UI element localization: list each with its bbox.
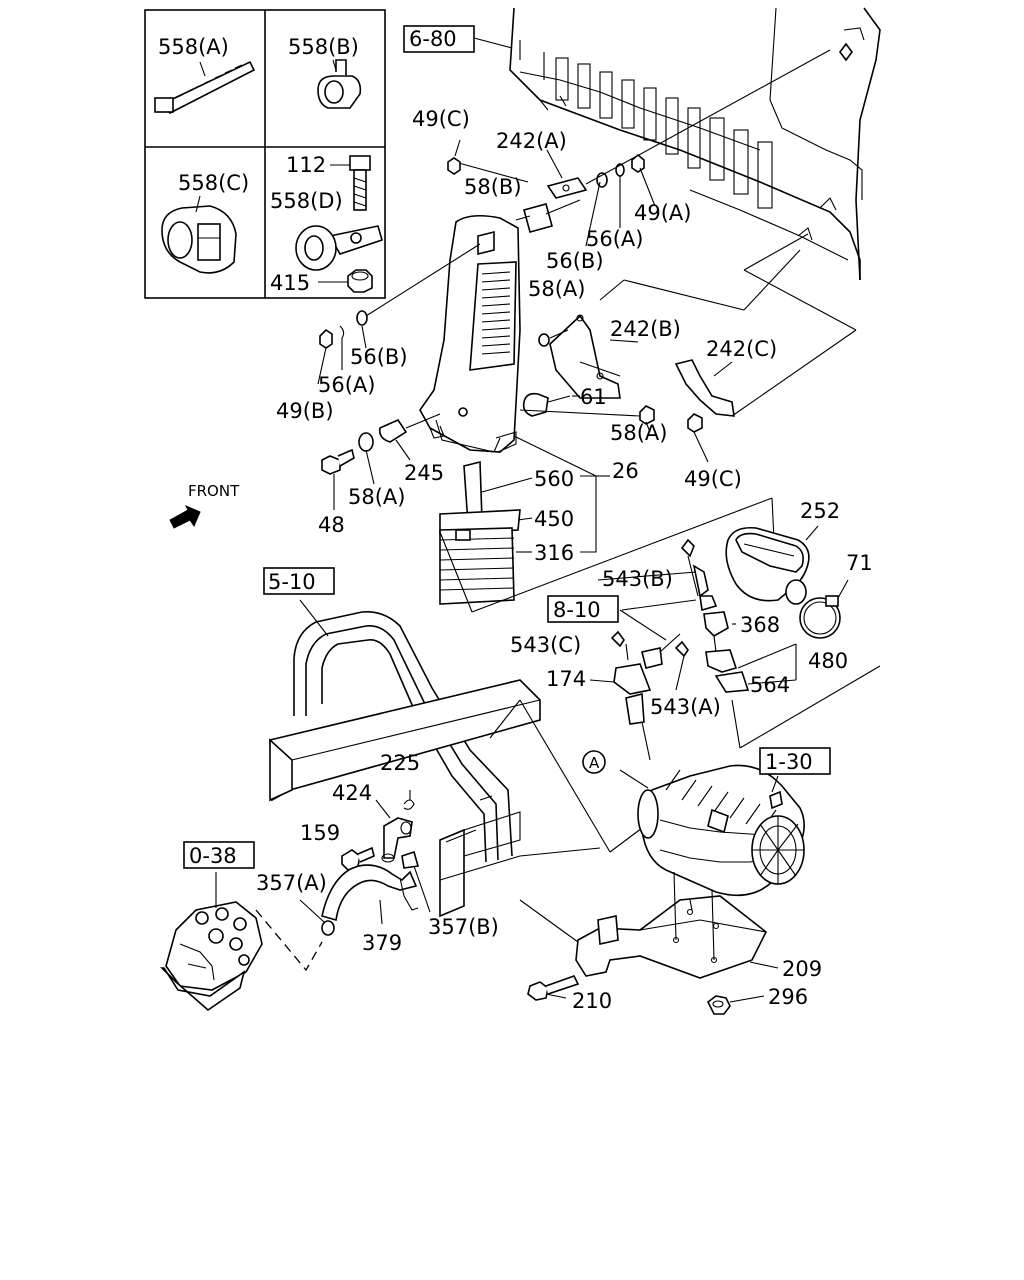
label-225: 225 <box>380 751 420 775</box>
label-480: 480 <box>808 649 848 673</box>
ref-box-5-10: 5-10 <box>263 567 335 595</box>
clamp-558d <box>295 225 383 271</box>
label-450: 450 <box>534 507 574 531</box>
label-71: 71 <box>846 551 873 575</box>
label-415: 415 <box>270 271 310 295</box>
hose-379 <box>299 850 431 936</box>
front-arrow <box>169 505 201 529</box>
label-26: 26 <box>612 459 639 483</box>
label-242b: 242(B) <box>610 317 681 341</box>
label-316: 316 <box>534 541 574 565</box>
nut-296 <box>706 995 765 1015</box>
intake-cover-group-lines <box>439 497 881 749</box>
label-58b: 58(B) <box>464 175 522 199</box>
label-560: 560 <box>534 467 574 491</box>
label-543c: 543(C) <box>510 633 581 657</box>
label-368: 368 <box>740 613 780 637</box>
nut-415 <box>347 269 373 293</box>
cab-rear-wall <box>509 7 881 281</box>
label-58a-top: 58(A) <box>528 277 585 301</box>
label-543b: 543(B) <box>602 567 673 591</box>
bolt-112 <box>349 155 371 211</box>
leader-lines-top <box>447 49 831 247</box>
fasteners-left <box>317 243 481 385</box>
callout-circle-a: A <box>582 750 606 774</box>
label-49c-top: 49(C) <box>412 107 470 131</box>
clip-inset-box <box>144 9 386 299</box>
mount-bracket-209 <box>519 871 779 979</box>
label-49c-low: 49(C) <box>684 467 742 491</box>
ref-box-0-38: 0-38 <box>183 841 255 869</box>
label-159: 159 <box>300 821 340 845</box>
label-424: 424 <box>332 781 372 805</box>
label-252: 252 <box>800 499 840 523</box>
intake-cover-252 <box>725 525 819 605</box>
label-58a-mid: 58(A) <box>610 421 667 445</box>
elbow-424 <box>375 790 415 863</box>
label-56a-top: 56(A) <box>586 227 643 251</box>
label-49b: 49(B) <box>276 399 334 423</box>
clamp-558c <box>161 205 237 274</box>
label-209: 209 <box>782 957 822 981</box>
label-558d: 558(D) <box>270 189 343 213</box>
ref-0-38: 0-38 <box>189 844 237 868</box>
sensor-harness <box>589 538 797 761</box>
label-379: 379 <box>362 931 402 955</box>
label-564: 564 <box>750 673 790 697</box>
label-210: 210 <box>572 989 612 1013</box>
label-front: FRONT <box>188 482 240 500</box>
callout-a: A <box>589 754 600 772</box>
label-357a: 357(A) <box>256 871 327 895</box>
part-number-labels: 558(A) 558(B) 558(C) 112 558(D) 415 49(C… <box>158 35 873 1013</box>
label-112: 112 <box>286 153 326 177</box>
brackets-242b-242c <box>519 233 857 463</box>
ref-6-80: 6-80 <box>409 27 457 51</box>
ref-8-10: 8-10 <box>553 598 601 622</box>
boot-assembly <box>439 435 610 605</box>
bolt-210 <box>527 975 580 1001</box>
label-48: 48 <box>318 513 345 537</box>
label-558b: 558(B) <box>288 35 359 59</box>
label-58a-low: 58(A) <box>348 485 405 509</box>
chassis-frame <box>269 599 651 918</box>
compressor-0-38 <box>160 872 323 1012</box>
clamp-558b <box>317 59 362 109</box>
air-cleaner <box>619 764 805 897</box>
ref-box-6-80: 6-80 <box>403 25 513 53</box>
label-357b: 357(B) <box>428 915 499 939</box>
label-56b-top: 56(B) <box>546 249 604 273</box>
label-61: 61 <box>580 385 607 409</box>
label-174: 174 <box>546 667 586 691</box>
cable-tie-558a <box>154 60 256 114</box>
ref-1-30: 1-30 <box>765 750 813 774</box>
ref-5-10: 5-10 <box>268 570 316 594</box>
clamp-band-71 <box>799 579 849 639</box>
label-49a: 49(A) <box>634 201 691 225</box>
label-296: 296 <box>768 985 808 1009</box>
label-56a-left: 56(A) <box>318 373 375 397</box>
label-558a: 558(A) <box>158 35 229 59</box>
bolt-48-spacer-245 <box>321 413 441 510</box>
label-558c: 558(C) <box>178 171 249 195</box>
ref-box-8-10: 8-10 <box>547 595 619 623</box>
label-245: 245 <box>404 461 444 485</box>
ref-box-1-30: 1-30 <box>759 747 831 775</box>
air-intake-duct <box>419 214 521 453</box>
label-242c: 242(C) <box>706 337 777 361</box>
label-242a: 242(A) <box>496 129 567 153</box>
label-543a: 543(A) <box>650 695 721 719</box>
bolt-159 <box>341 846 375 871</box>
label-56b-left: 56(B) <box>350 345 408 369</box>
